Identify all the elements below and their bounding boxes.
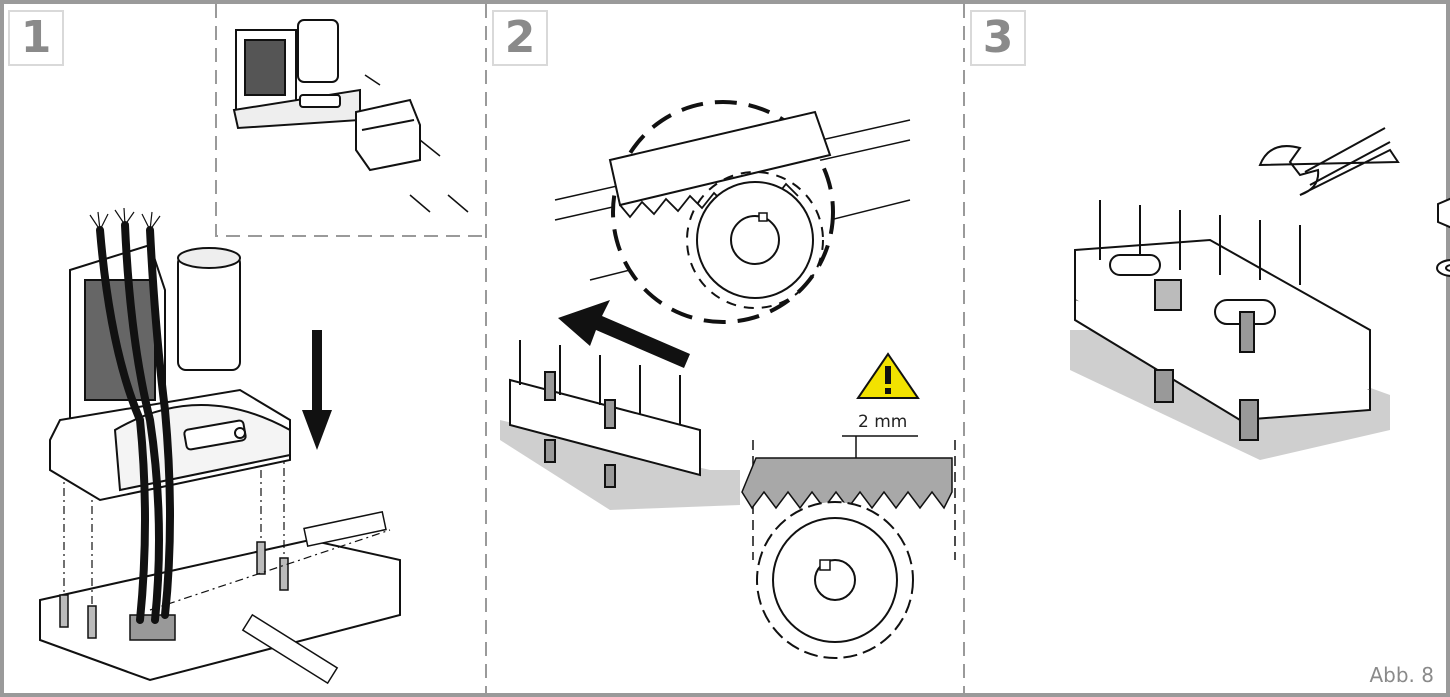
warning-triangle-icon [856,352,920,399]
arrow-down-icon [302,330,332,450]
motor-base-3 [1074,200,1371,441]
panel-number-2: 2 [492,10,548,66]
inset-motor [232,19,469,213]
panel-1-illustration [39,19,469,685]
figure-label: Abb. 8 [1369,663,1434,687]
motor-base-2 [509,340,701,488]
gap-measurement-label: 2 mm [858,412,908,432]
panel-number-1: 1 [8,10,64,66]
anchor-bolts [59,541,289,639]
inset-box [215,4,486,237]
panel-number-3: 3 [970,10,1026,66]
panel-2-illustration [500,100,956,659]
pinion-gear [756,501,914,659]
arrow-left-icon [558,300,690,368]
panel-3-illustration [1070,127,1450,460]
wrench-icon [1258,127,1400,196]
